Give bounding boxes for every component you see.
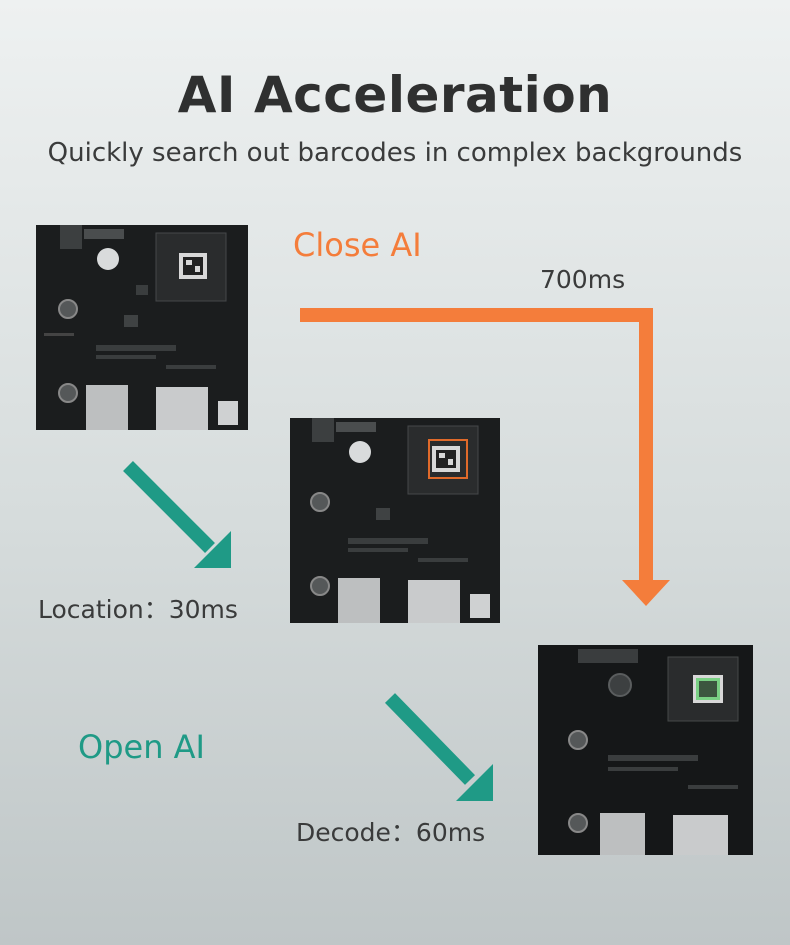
circuit-board-image-decoded	[538, 645, 753, 855]
circuit-board-illustration	[36, 225, 248, 430]
circuit-board-illustration	[290, 418, 500, 623]
location-arrow	[123, 461, 231, 568]
page-title: AI Acceleration	[177, 66, 613, 124]
decode-time-label: Decode：60ms	[296, 818, 486, 847]
location-time-label: Location：30ms	[38, 595, 238, 624]
circuit-board-illustration	[538, 645, 753, 855]
page-subtitle: Quickly search out barcodes in complex b…	[47, 138, 743, 168]
open-ai-label: Open AI	[78, 728, 205, 766]
circuit-board-image-original	[36, 225, 248, 430]
decode-arrow	[384, 693, 493, 801]
circuit-board-image-located	[290, 418, 500, 623]
close-ai-label: Close AI	[293, 226, 422, 264]
close-ai-time-label: 700ms	[540, 265, 626, 294]
